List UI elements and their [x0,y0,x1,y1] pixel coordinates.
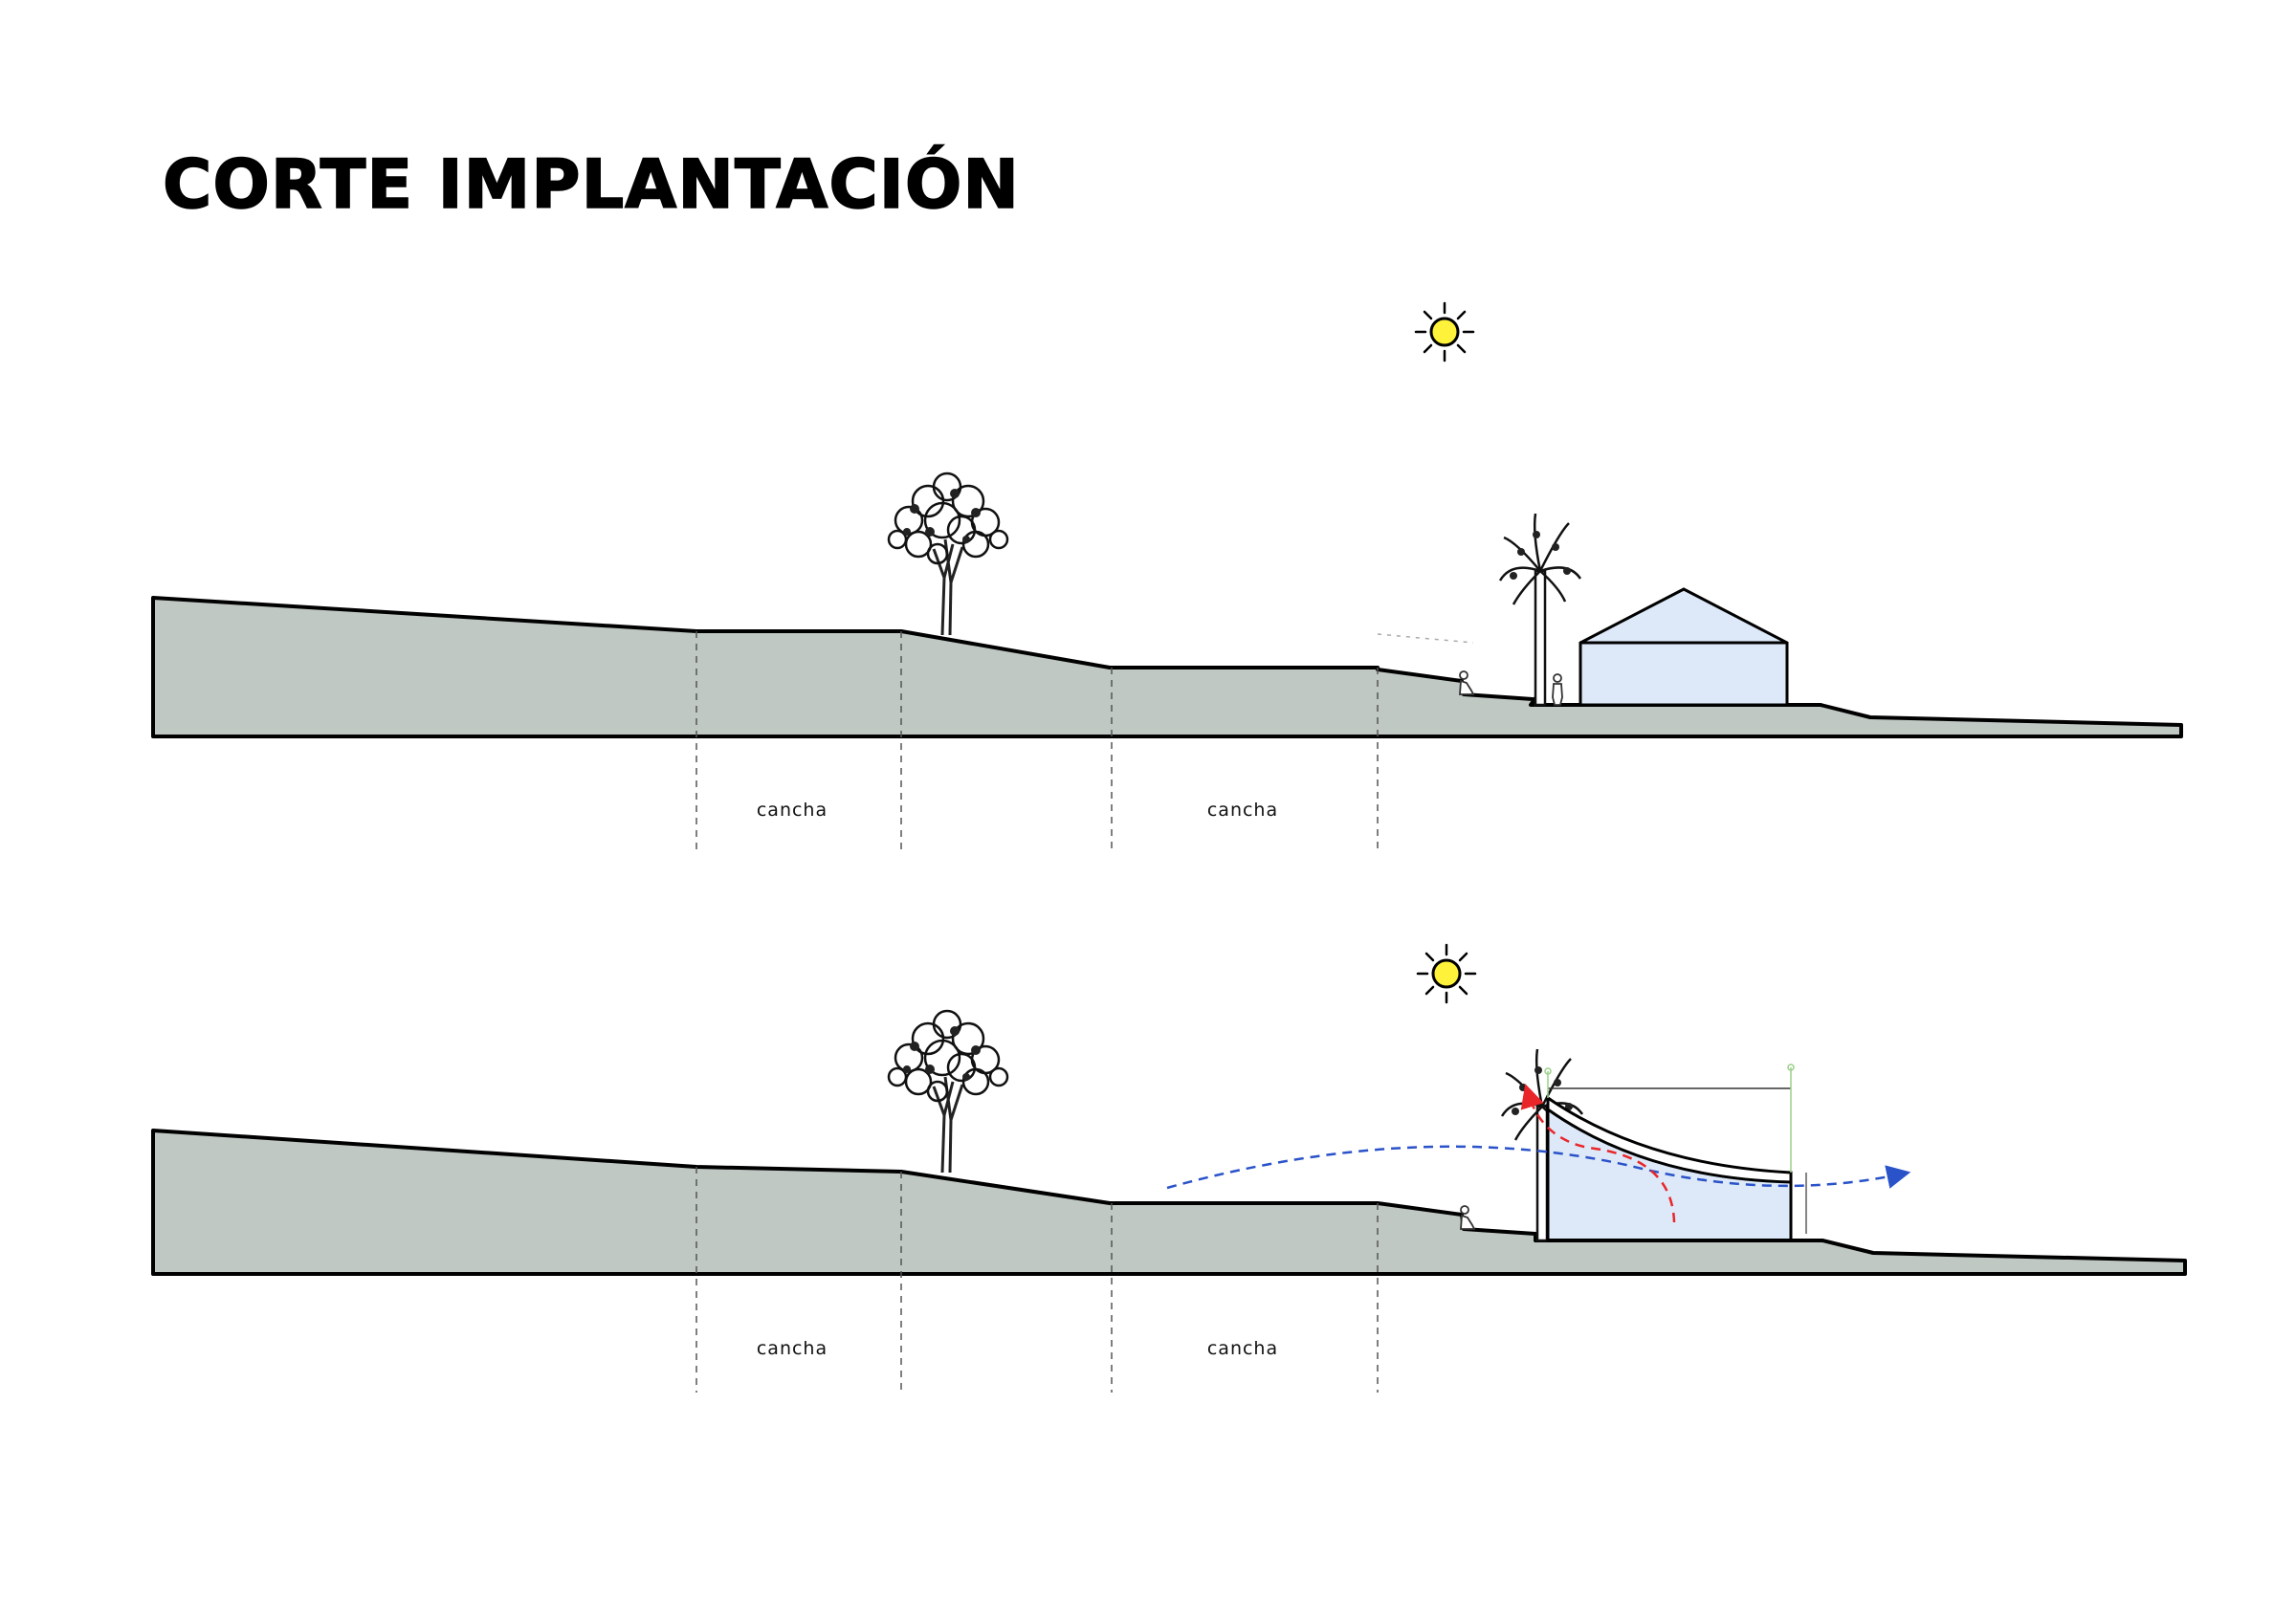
palm-tree-icon [1498,512,1582,707]
tree-icon [887,472,1009,637]
section-proposal: cancha cancha [151,943,2187,1393]
court-label: cancha [1207,800,1278,821]
hot-air-flow [1520,1084,1676,1223]
person-icon [1552,673,1563,706]
section-current: cancha cancha [151,301,2183,853]
person-icon [1460,1205,1475,1230]
sun-icon [1416,943,1477,1004]
drawing-title: CORTE IMPLANTACIÓN [162,145,1020,224]
person-icon [1459,670,1474,695]
cool-air-flow [1166,1145,1911,1190]
terrain-profile [151,1129,2187,1276]
existing-building [1578,587,1789,707]
tree-icon [887,1009,1009,1174]
court-label: cancha [1207,1338,1278,1359]
sun-icon [1414,301,1475,362]
court-label: cancha [757,1338,828,1359]
terrain-profile [151,596,2183,738]
court-label: cancha [757,800,828,821]
